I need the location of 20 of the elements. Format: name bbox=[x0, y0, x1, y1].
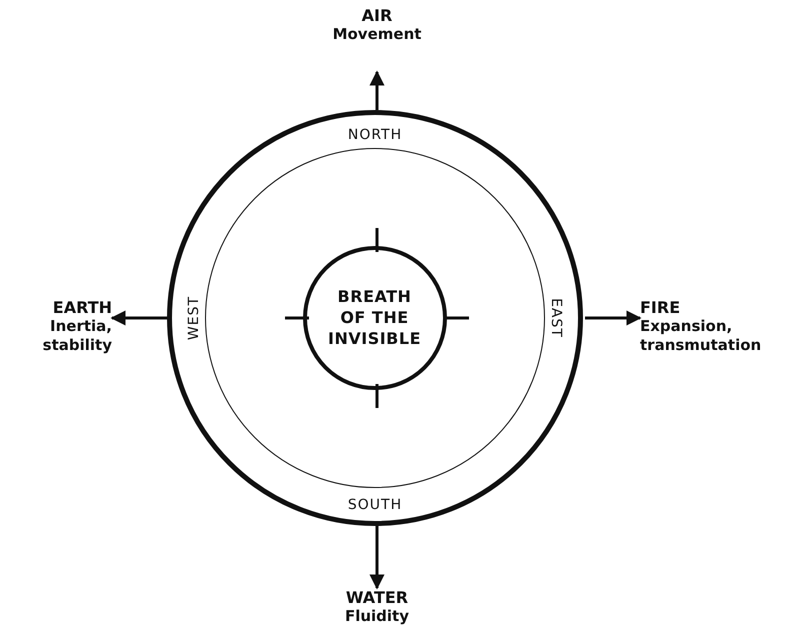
outer-circle bbox=[167, 110, 583, 526]
arrow bbox=[370, 70, 384, 110]
arrow bbox=[110, 310, 169, 326]
element-name: WATER bbox=[344, 588, 410, 607]
arrow bbox=[585, 310, 642, 326]
direction-label: SOUTH bbox=[348, 497, 402, 513]
element-quality: Expansion, transmutation bbox=[640, 317, 762, 355]
element-quality: Fluidity bbox=[344, 607, 410, 626]
arrow bbox=[370, 526, 384, 590]
element-name: AIR bbox=[360, 6, 394, 25]
direction-label: EAST bbox=[548, 298, 564, 338]
element-quality: Movement bbox=[332, 25, 422, 44]
center-text: BREATH OF THE INVISIBLE bbox=[328, 286, 421, 349]
center-circle bbox=[302, 246, 446, 390]
element-name: FIRE bbox=[640, 298, 682, 317]
element-name: EARTH bbox=[52, 298, 112, 317]
direction-label: NORTH bbox=[348, 127, 402, 143]
inner-circle bbox=[205, 148, 545, 488]
element-quality: Inertia, stability bbox=[42, 317, 112, 355]
direction-label: WEST bbox=[186, 296, 202, 340]
